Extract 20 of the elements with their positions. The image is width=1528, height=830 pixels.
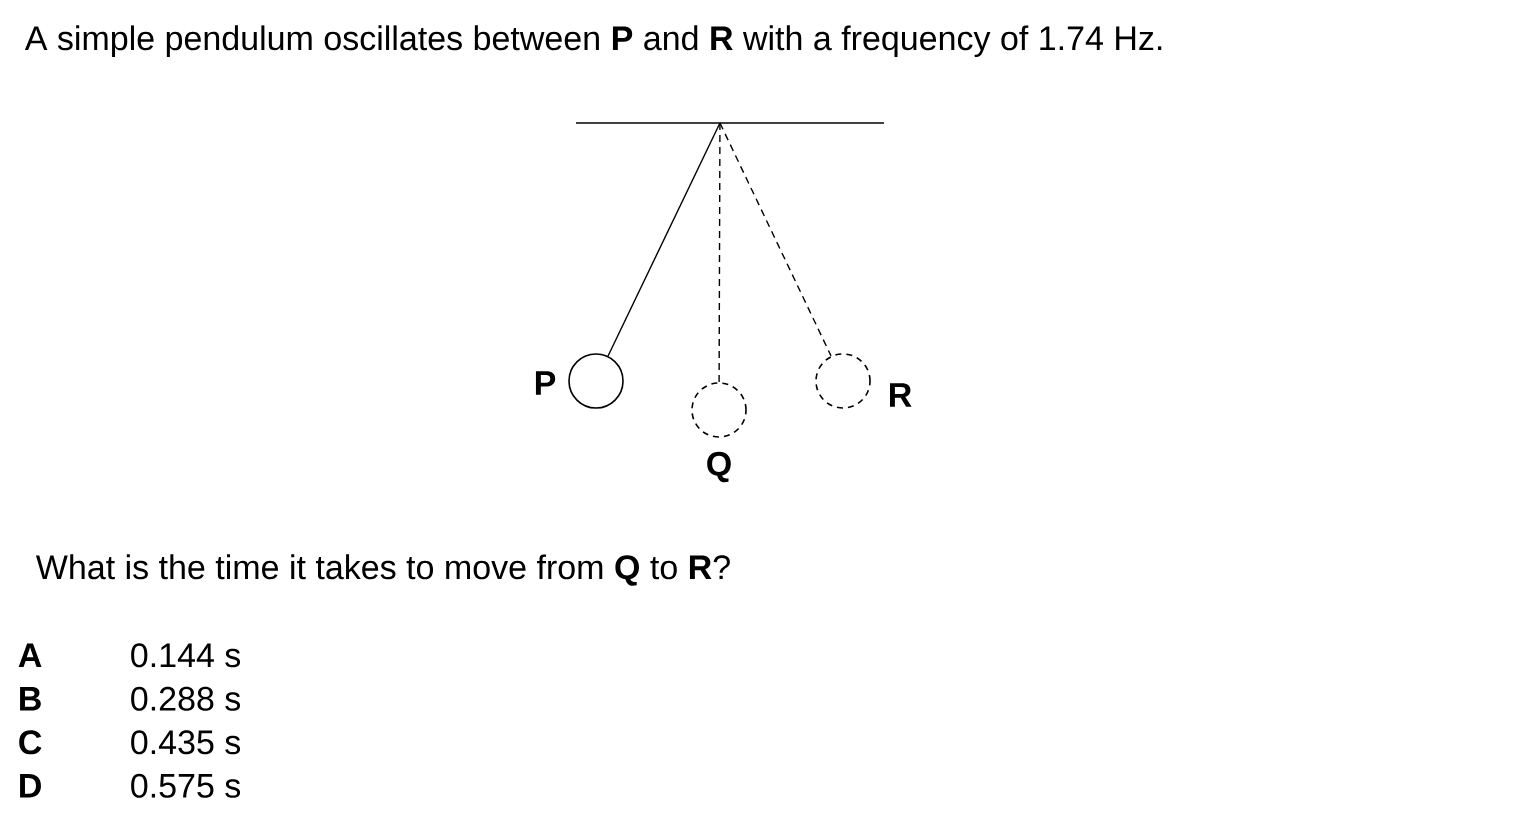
pendulum-string bbox=[718, 122, 721, 383]
pendulum-string bbox=[607, 122, 721, 357]
option-letter: D bbox=[20, 774, 41, 798]
bob-label: Q bbox=[707, 451, 731, 483]
bob-label: R bbox=[890, 383, 912, 407]
question-text: A simple pendulum oscillates between P and R with a frequency of 1.74 Hz. bbox=[24, 25, 1162, 58]
option-value: 0.144 s bbox=[131, 643, 241, 668]
ceiling-line bbox=[576, 122, 884, 124]
bob-label: P bbox=[535, 371, 556, 395]
option-value: 0.575 s bbox=[131, 773, 241, 798]
option-letter: A bbox=[18, 643, 42, 667]
pendulum-bob bbox=[568, 353, 624, 409]
question-text: What is the time it takes to move from Q to R? bbox=[35, 554, 730, 586]
option-value: 0.288 s bbox=[131, 686, 241, 711]
option-letter: B bbox=[20, 687, 41, 711]
pendulum-bob bbox=[815, 353, 871, 409]
option-letter: C bbox=[19, 730, 42, 755]
pendulum-bob bbox=[691, 382, 747, 438]
pendulum-string bbox=[719, 122, 832, 357]
option-value: 0.435 s bbox=[131, 730, 241, 755]
